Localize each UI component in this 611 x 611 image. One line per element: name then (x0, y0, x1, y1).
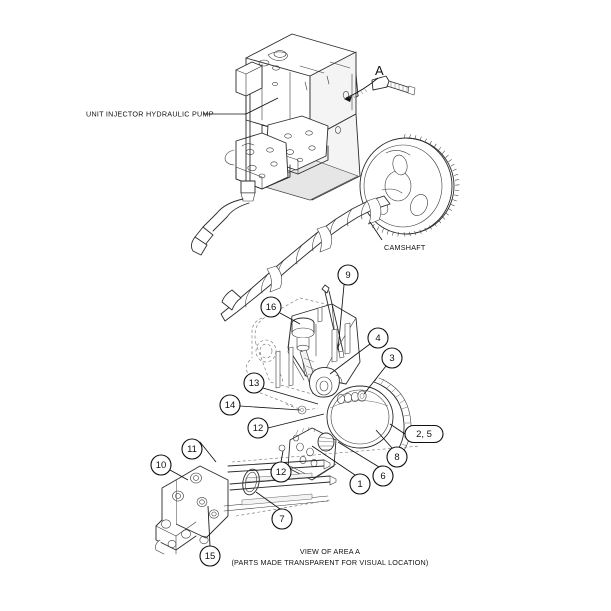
callout-bubble-shape[interactable] (404, 424, 444, 444)
leader-1 (311, 445, 356, 476)
leader-2-5 (389, 423, 406, 435)
callout-13[interactable]: 13 (243, 372, 265, 394)
pump-gerotor-block (224, 132, 291, 190)
callout-label: 2, 5 (416, 429, 432, 440)
callout-bubble-shape[interactable] (270, 461, 292, 483)
dowel-pin (331, 328, 338, 363)
dowel-pin-group (275, 306, 351, 389)
callout-bubble-shape[interactable] (199, 545, 221, 567)
callout-leader-lines (169, 284, 406, 547)
washer-stack (337, 390, 367, 404)
callout-10[interactable]: 10 (150, 454, 172, 476)
callout-label: 1 (357, 479, 362, 490)
callout-bubble-shape[interactable] (367, 327, 389, 349)
view-caption-line-2: (PARTS MADE TRANSPARENT FOR VISUAL LOCAT… (231, 558, 428, 567)
dowel-pin (344, 322, 351, 355)
pump-label-leader (203, 97, 279, 115)
callout-label: 8 (394, 452, 399, 463)
small-drive-pump (287, 426, 337, 481)
callout-1[interactable]: 1 (349, 473, 371, 495)
callout-label: 9 (345, 270, 350, 281)
callout-3[interactable]: 3 (381, 347, 403, 369)
callout-6[interactable]: 6 (372, 465, 394, 487)
callout-label: 12 (253, 423, 264, 434)
dowel-pin (275, 350, 281, 389)
dowel-pin (288, 346, 294, 387)
callout-bubble-shape[interactable] (381, 347, 403, 369)
leader-6 (337, 441, 380, 468)
callout-11[interactable]: 11 (181, 438, 203, 460)
area-a-pointer (344, 77, 379, 102)
leader-3 (363, 365, 387, 395)
leader-14 (239, 405, 301, 411)
callout-16[interactable]: 16 (260, 296, 282, 318)
callout-label: 16 (266, 302, 277, 313)
oring-7 (242, 468, 260, 496)
callout-label: 13 (249, 378, 260, 389)
camshaft-label-leader (369, 221, 383, 241)
callout-bubble-shape[interactable] (243, 372, 265, 394)
gear-teeth (367, 133, 460, 237)
unit-injector-pump-label: UNIT INJECTOR HYDRAULIC PUMP (86, 110, 214, 119)
pin-12-lower (278, 444, 286, 452)
callout-bubble-shape[interactable] (337, 264, 359, 286)
callout-15[interactable]: 15 (199, 545, 221, 567)
leader-8 (375, 429, 393, 449)
callout-label: 15 (205, 551, 216, 562)
callout-bubble-shape[interactable] (386, 446, 408, 468)
callout-label: 3 (389, 353, 394, 364)
callout-label: 7 (279, 514, 284, 525)
leader-9 (337, 284, 345, 351)
callout-bubble-shape[interactable] (260, 296, 282, 318)
callout-bubbles: 9 16 43 13 14 12 2, 5 8 11 12 6 10 1 7 15 (150, 264, 444, 567)
callout-label: 10 (156, 460, 167, 471)
callout-label: 11 (187, 444, 197, 455)
callout-4[interactable]: 4 (367, 327, 389, 349)
callout-12[interactable]: 12 (247, 417, 269, 439)
callout-label: 6 (380, 471, 385, 482)
leader-4 (329, 343, 371, 375)
callout-bubble-shape[interactable] (271, 508, 293, 530)
callout-bubble-shape[interactable] (349, 473, 371, 495)
reference-lines (231, 445, 421, 517)
view-caption-line-1: VIEW OF AREA A (300, 547, 360, 556)
hydraulic-supply-line (190, 61, 263, 256)
callout-8[interactable]: 8 (386, 446, 408, 468)
callout-bubble-shape[interactable] (150, 454, 172, 476)
callout-bubble-shape[interactable] (247, 417, 269, 439)
camshaft-shaft (220, 188, 403, 322)
leader-12a (267, 413, 325, 429)
callout-bubble-shape[interactable] (372, 465, 394, 487)
callout-bubble-shape[interactable] (219, 394, 241, 416)
callout-label: 12 (276, 467, 287, 478)
leader-13 (262, 387, 319, 405)
gear-retaining-bolt (371, 75, 416, 96)
dowel-pin (317, 306, 323, 323)
callout-label: 4 (375, 333, 380, 344)
callout-9[interactable]: 9 (337, 264, 359, 286)
top-assembly-group (190, 33, 460, 322)
large-seal-ring (326, 385, 394, 449)
callout-14[interactable]: 14 (219, 394, 241, 416)
callout-7[interactable]: 7 (271, 508, 293, 530)
leader-7 (255, 491, 281, 510)
leader-10 (169, 469, 189, 481)
callout-bubble-shape[interactable] (181, 438, 203, 460)
pump-barrel (309, 366, 343, 398)
leader-15 (207, 505, 211, 547)
camshaft-label: CAMSHAFT (384, 243, 426, 252)
area-a-letter: A (375, 63, 384, 78)
callout-label: 14 (225, 400, 236, 411)
lower-pump-body (155, 465, 229, 555)
area-a-detail-group (155, 284, 421, 555)
callout-12[interactable]: 12 (270, 461, 292, 483)
leader-11 (199, 441, 217, 463)
leader-16 (279, 312, 301, 325)
callout-2-5[interactable]: 2, 5 (404, 424, 444, 444)
leader-12b (280, 450, 284, 463)
